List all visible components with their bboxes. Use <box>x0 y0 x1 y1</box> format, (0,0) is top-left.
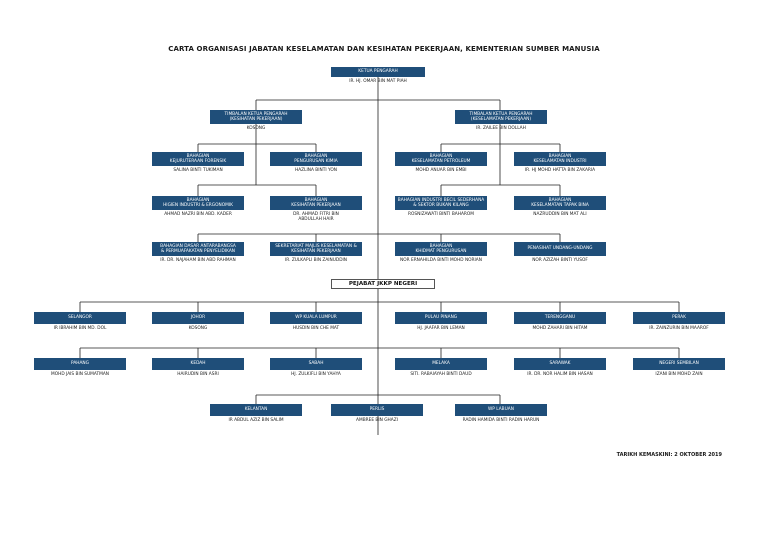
org-box-bahagian-dasar-antarabangsa-permuafakata: BAHAGIAN DASAR ANTARABANGSA & PERMUAFAKA… <box>152 242 244 263</box>
org-box-name: HAIRUDIN BIN ASRI <box>177 372 219 377</box>
org-box-role: PENASIHAT UNDANG-UNDANG <box>514 242 606 256</box>
org-box-negeri-sembilan: NEGERI SEMBILAN IZANI BIN MOHD ZAIN <box>633 358 725 377</box>
org-box-role: PERLIS <box>331 404 423 416</box>
org-box-name: IR. ZULKAPLI BIN ZAINUDDIN <box>284 258 348 263</box>
org-box-name: ROSNIZAWATI BINTI BAHAROM <box>408 212 474 217</box>
org-box-kedah: KEDAH HAIRUDIN BIN ASRI <box>152 358 244 377</box>
org-box-name: SALINA BINTI TUKIMAN <box>173 168 223 173</box>
org-box-name: IR IBRAHIM BIN MD. DOL <box>53 326 107 331</box>
org-box-role: KELANTAN <box>210 404 302 416</box>
org-box-role: BAHAGIAN KESELAMATAN PETROLEUM <box>395 152 487 166</box>
org-box-name: HAZLINA BINTI YON <box>295 168 337 173</box>
org-box-terengganu: TERENGGANU MOHD ZAHARI BIN HITAM <box>514 312 606 331</box>
org-box-johor: JOHOR KOSONG <box>152 312 244 331</box>
org-box-name: MOHD JAIS BIN SUMATMAN <box>51 372 109 377</box>
org-box-name: KOSONG <box>246 126 266 131</box>
org-box-melaka: MELAKA SITI. RABAIAYAH BINTI DAUD <box>395 358 487 377</box>
state-section-label: PEJABAT JKKP NEGERI <box>331 279 435 289</box>
org-box-bahagian-pengurusan-kimia: BAHAGIAN PENGURUSAN KIMIA HAZLINA BINTI Y… <box>270 152 362 173</box>
org-box-role: PERAK <box>633 312 725 324</box>
org-box-name: IR. DR. NOR HALIM BIN HASAN <box>527 372 593 377</box>
org-box-name: HUSDIN BIN CHE MAT <box>292 326 340 331</box>
org-box-pulau-pinang: PULAU PINANG HJ. JAAFAR BIN LEMAN <box>395 312 487 331</box>
org-box-role: BAHAGIAN KESELAMATAN INDUSTRI <box>514 152 606 166</box>
org-box-pahang: PAHANG MOHD JAIS BIN SUMATMAN <box>34 358 126 377</box>
org-box-name: AMBREE BIN GHAZI <box>356 418 398 423</box>
org-box-role: SARAWAK <box>514 358 606 370</box>
org-box-bahagian-keselamatan-tapak-bina: BAHAGIAN KESELAMATAN TAPAK BINA NAZRUDDIN… <box>514 196 606 217</box>
org-box-ketua-pengarah: KETUA PENGARAH IR. HJ. OMAR BIN MAT PIAH <box>331 67 425 84</box>
org-box-role: PULAU PINANG <box>395 312 487 324</box>
org-box-role: TIMBALAN KETUA PENGARAH (KESIHATAN PEKER… <box>210 110 302 124</box>
org-box-name: IR. HJ. OMAR BIN MAT PIAH <box>349 79 407 84</box>
org-box-timbalan-ketua-pengarah-keselamatan-peke: TIMBALAN KETUA PENGARAH (KESELAMATAN PEK… <box>455 110 547 131</box>
org-box-role: KEDAH <box>152 358 244 370</box>
org-box-name: IR. ZAILEE BIN DOLLAH <box>476 126 526 131</box>
org-box-name: MOHD ANUAR BIN EMBI <box>415 168 467 173</box>
org-box-sabah: SABAH HJ. ZULKIFLI BIN YAHYA <box>270 358 362 377</box>
org-box-name: IR. ZAINZURIN BIN MAAROF <box>649 326 709 331</box>
org-box-name: DR. AHMAD FITRI BIN ABDULLAH HAIR <box>293 212 339 223</box>
org-box-bahagian-keselamatan-petroleum: BAHAGIAN KESELAMATAN PETROLEUM MOHD ANUAR… <box>395 152 487 173</box>
org-box-name: RADIN HAMIDA BINTI RADIN HARUN <box>462 418 540 423</box>
org-box-role: NEGERI SEMBILAN <box>633 358 725 370</box>
org-box-role: MELAKA <box>395 358 487 370</box>
org-box-perlis: PERLIS AMBREE BIN GHAZI <box>331 404 423 423</box>
org-box-role: SEKRETARIAT MAJLIS KESELAMATAN & KESIHAT… <box>270 242 362 256</box>
org-box-name: SITI. RABAIAYAH BINTI DAUD <box>410 372 472 377</box>
org-box-name: HJ. ZULKIFLI BIN YAHYA <box>291 372 341 377</box>
org-box-selangor: SELANGOR IR IBRAHIM BIN MD. DOL <box>34 312 126 331</box>
org-box-name: NOR ERNAHILDA BINTI MOHD NORIAN <box>400 258 482 263</box>
org-box-role: PAHANG <box>34 358 126 370</box>
org-box-role: SELANGOR <box>34 312 126 324</box>
org-box-role: BAHAGIAN INDUSTRI BECIL SEDERHANA & SEKT… <box>395 196 487 210</box>
org-box-name: KOSONG <box>188 326 208 331</box>
org-box-role: BAHAGIAN KEJURUTERAAN FORENSIK <box>152 152 244 166</box>
org-box-name: AHMAD NAZRI BIN ABD. KADER <box>164 212 232 217</box>
org-box-role: TIMBALAN KETUA PENGARAH (KESELAMATAN PEK… <box>455 110 547 124</box>
org-box-role: BAHAGIAN PENGURUSAN KIMIA <box>270 152 362 166</box>
org-box-kelantan: KELANTAN IR ABDUL AZIZ BIN SALIM <box>210 404 302 423</box>
org-box-bahagian-kejuruteraan-forensik: BAHAGIAN KEJURUTERAAN FORENSIK SALINA BIN… <box>152 152 244 173</box>
org-box-bahagian-industri-becil-sederhana-sektor: BAHAGIAN INDUSTRI BECIL SEDERHANA & SEKT… <box>395 196 487 217</box>
org-box-role: BAHAGIAN KESIHATAN PEKERJAAN <box>270 196 362 210</box>
updated-date: TARIKH KEMASKINI: 2 OKTOBER 2019 <box>616 452 722 458</box>
org-box-role: BAHAGIAN DASAR ANTARABANGSA & PERMUAFAKA… <box>152 242 244 256</box>
org-box-perak: PERAK IR. ZAINZURIN BIN MAAROF <box>633 312 725 331</box>
org-box-role: KETUA PENGARAH <box>331 67 425 77</box>
org-box-wp-labuan: WP LABUAN RADIN HAMIDA BINTI RADIN HARUN <box>455 404 547 423</box>
org-box-bahagian-khidmat-pengurusan: BAHAGIAN KHIDMAT PENGURUSAN NOR ERNAHILDA… <box>395 242 487 263</box>
org-box-role: BAHAGIAN HIGIEN INDUSTRI & ERGONOMIK <box>152 196 244 210</box>
chart-title: CARTA ORGANISASI JABATAN KESELAMATAN DAN… <box>168 45 600 53</box>
org-box-role: TERENGGANU <box>514 312 606 324</box>
org-box-name: MOHD ZAHARI BIN HITAM <box>532 326 588 331</box>
org-box-role: SABAH <box>270 358 362 370</box>
org-box-role: WP LABUAN <box>455 404 547 416</box>
org-box-name: NOR AZIZAH BINTI YUSOF <box>532 258 588 263</box>
org-box-role: WP KUALA LUMPUR <box>270 312 362 324</box>
org-box-bahagian-kesihatan-pekerjaan: BAHAGIAN KESIHATAN PEKERJAAN DR. AHMAD FI… <box>270 196 362 222</box>
org-box-role: BAHAGIAN KESELAMATAN TAPAK BINA <box>514 196 606 210</box>
org-box-bahagian-keselamatan-industri: BAHAGIAN KESELAMATAN INDUSTRI IR. HJ MOHD… <box>514 152 606 173</box>
org-box-name: IR. HJ MOHD HATTA BIN ZAKARIA <box>524 168 596 173</box>
org-box-name: IZANI BIN MOHD ZAIN <box>655 372 703 377</box>
org-box-wp-kuala-lumpur: WP KUALA LUMPUR HUSDIN BIN CHE MAT <box>270 312 362 331</box>
org-box-name: IR. DR. NAJAHAM BIN ABD RAHMAN <box>160 258 236 263</box>
org-box-sekretariat-majlis-keselamatan-kesihatan: SEKRETARIAT MAJLIS KESELAMATAN & KESIHAT… <box>270 242 362 263</box>
org-box-role: BAHAGIAN KHIDMAT PENGURUSAN <box>395 242 487 256</box>
org-box-sarawak: SARAWAK IR. DR. NOR HALIM BIN HASAN <box>514 358 606 377</box>
org-box-penasihat-undang-undang: PENASIHAT UNDANG-UNDANG NOR AZIZAH BINTI … <box>514 242 606 263</box>
org-box-name: HJ. JAAFAR BIN LEMAN <box>417 326 465 331</box>
org-box-role: JOHOR <box>152 312 244 324</box>
org-box-timbalan-ketua-pengarah-kesihatan-pekerj: TIMBALAN KETUA PENGARAH (KESIHATAN PEKER… <box>210 110 302 131</box>
org-box-name: IR ABDUL AZIZ BIN SALIM <box>228 418 284 423</box>
org-box-name: NAZRUDDIN BIN MAT ALI <box>533 212 587 217</box>
org-box-bahagian-higien-industri-ergonomik: BAHAGIAN HIGIEN INDUSTRI & ERGONOMIK AHMA… <box>152 196 244 217</box>
